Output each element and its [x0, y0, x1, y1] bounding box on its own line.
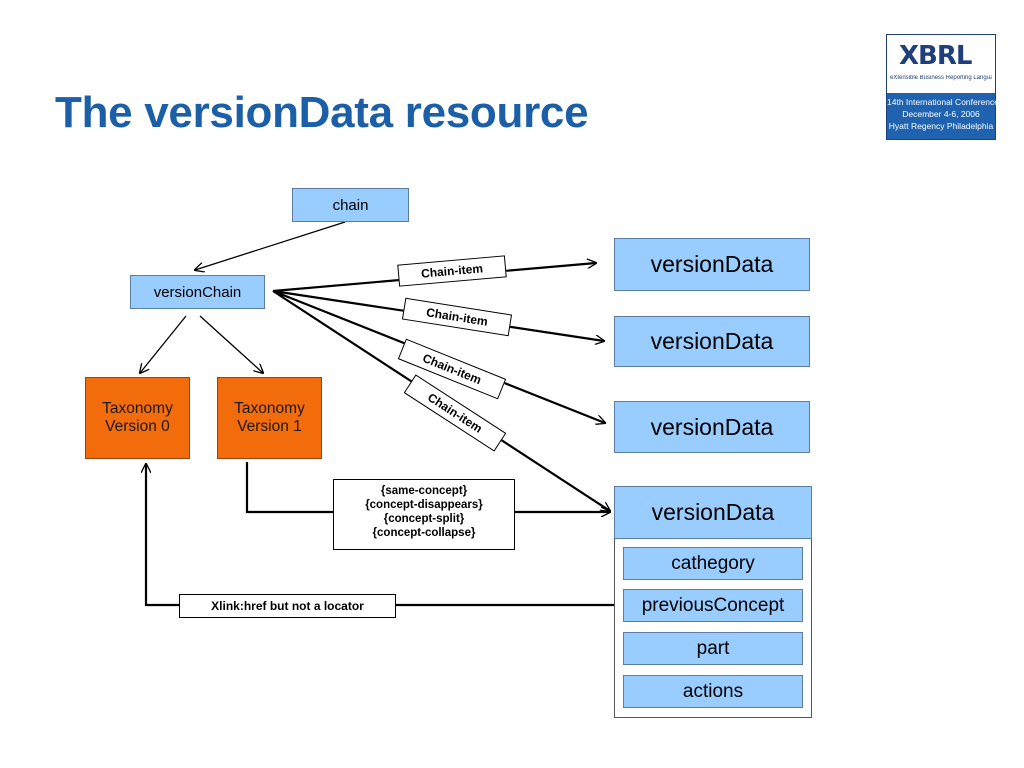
chain-node: chain [292, 188, 409, 222]
condition-item: {concept-disappears} [365, 499, 483, 511]
versiondata-child-previousconcept: previousConcept [623, 589, 803, 622]
arrow-versionchain-to-v1 [199, 315, 263, 373]
taxonomy-v1-line-1: Taxonomy [234, 400, 305, 417]
versiondata-child-actions: actions [623, 675, 803, 708]
versiondata-node: versionData [614, 401, 810, 453]
condition-item: {concept-split} [383, 513, 465, 525]
taxonomy-version-0-node: Taxonomy Version 0 [85, 377, 190, 459]
taxonomy-v0-line-1: Taxonomy [102, 400, 173, 417]
logo-mark: XBRL [899, 41, 972, 71]
versiondata-node: versionData [614, 238, 810, 291]
slide-title: The versionData resource [55, 88, 589, 137]
logo-conference-line: 14th International Conference [887, 97, 999, 107]
versiondata-child-cathegory: cathegory [623, 547, 803, 580]
taxonomy-v1-line-2: Version 1 [237, 418, 302, 435]
logo-tagline: eXtensible Business Reporting Language [890, 75, 992, 81]
logo-conference-line: Hyatt Regency Philadelphia [888, 121, 994, 131]
versiondata-node: versionData [614, 316, 810, 367]
versiondata-node: versionData [614, 486, 812, 539]
xlink-href-label: Xlink:href but not a locator [179, 594, 396, 618]
condition-item: {concept-collapse} [372, 527, 476, 539]
arrow-versionchain-to-v0 [140, 315, 187, 373]
concept-conditions-box: {same-concept} {concept-disappears} {con… [333, 479, 515, 550]
logo-conference-line: December 4-6, 2006 [902, 109, 980, 119]
logo-header: XBRL eXtensible Business Reporting Langu… [887, 35, 995, 93]
xbrl-conference-logo: XBRL eXtensible Business Reporting Langu… [886, 34, 999, 140]
versionchain-node: versionChain [130, 275, 265, 309]
taxonomy-version-1-node: Taxonomy Version 1 [217, 377, 322, 459]
versiondata-child-part: part [623, 632, 803, 665]
logo-conference-info: 14th International Conference December 4… [887, 93, 999, 139]
taxonomy-v0-line-2: Version 0 [105, 418, 170, 435]
arrow-previousconcept-to-v0 [146, 464, 623, 607]
arrow-chain-to-versionchain [195, 221, 346, 270]
condition-item: {same-concept} [380, 485, 468, 497]
